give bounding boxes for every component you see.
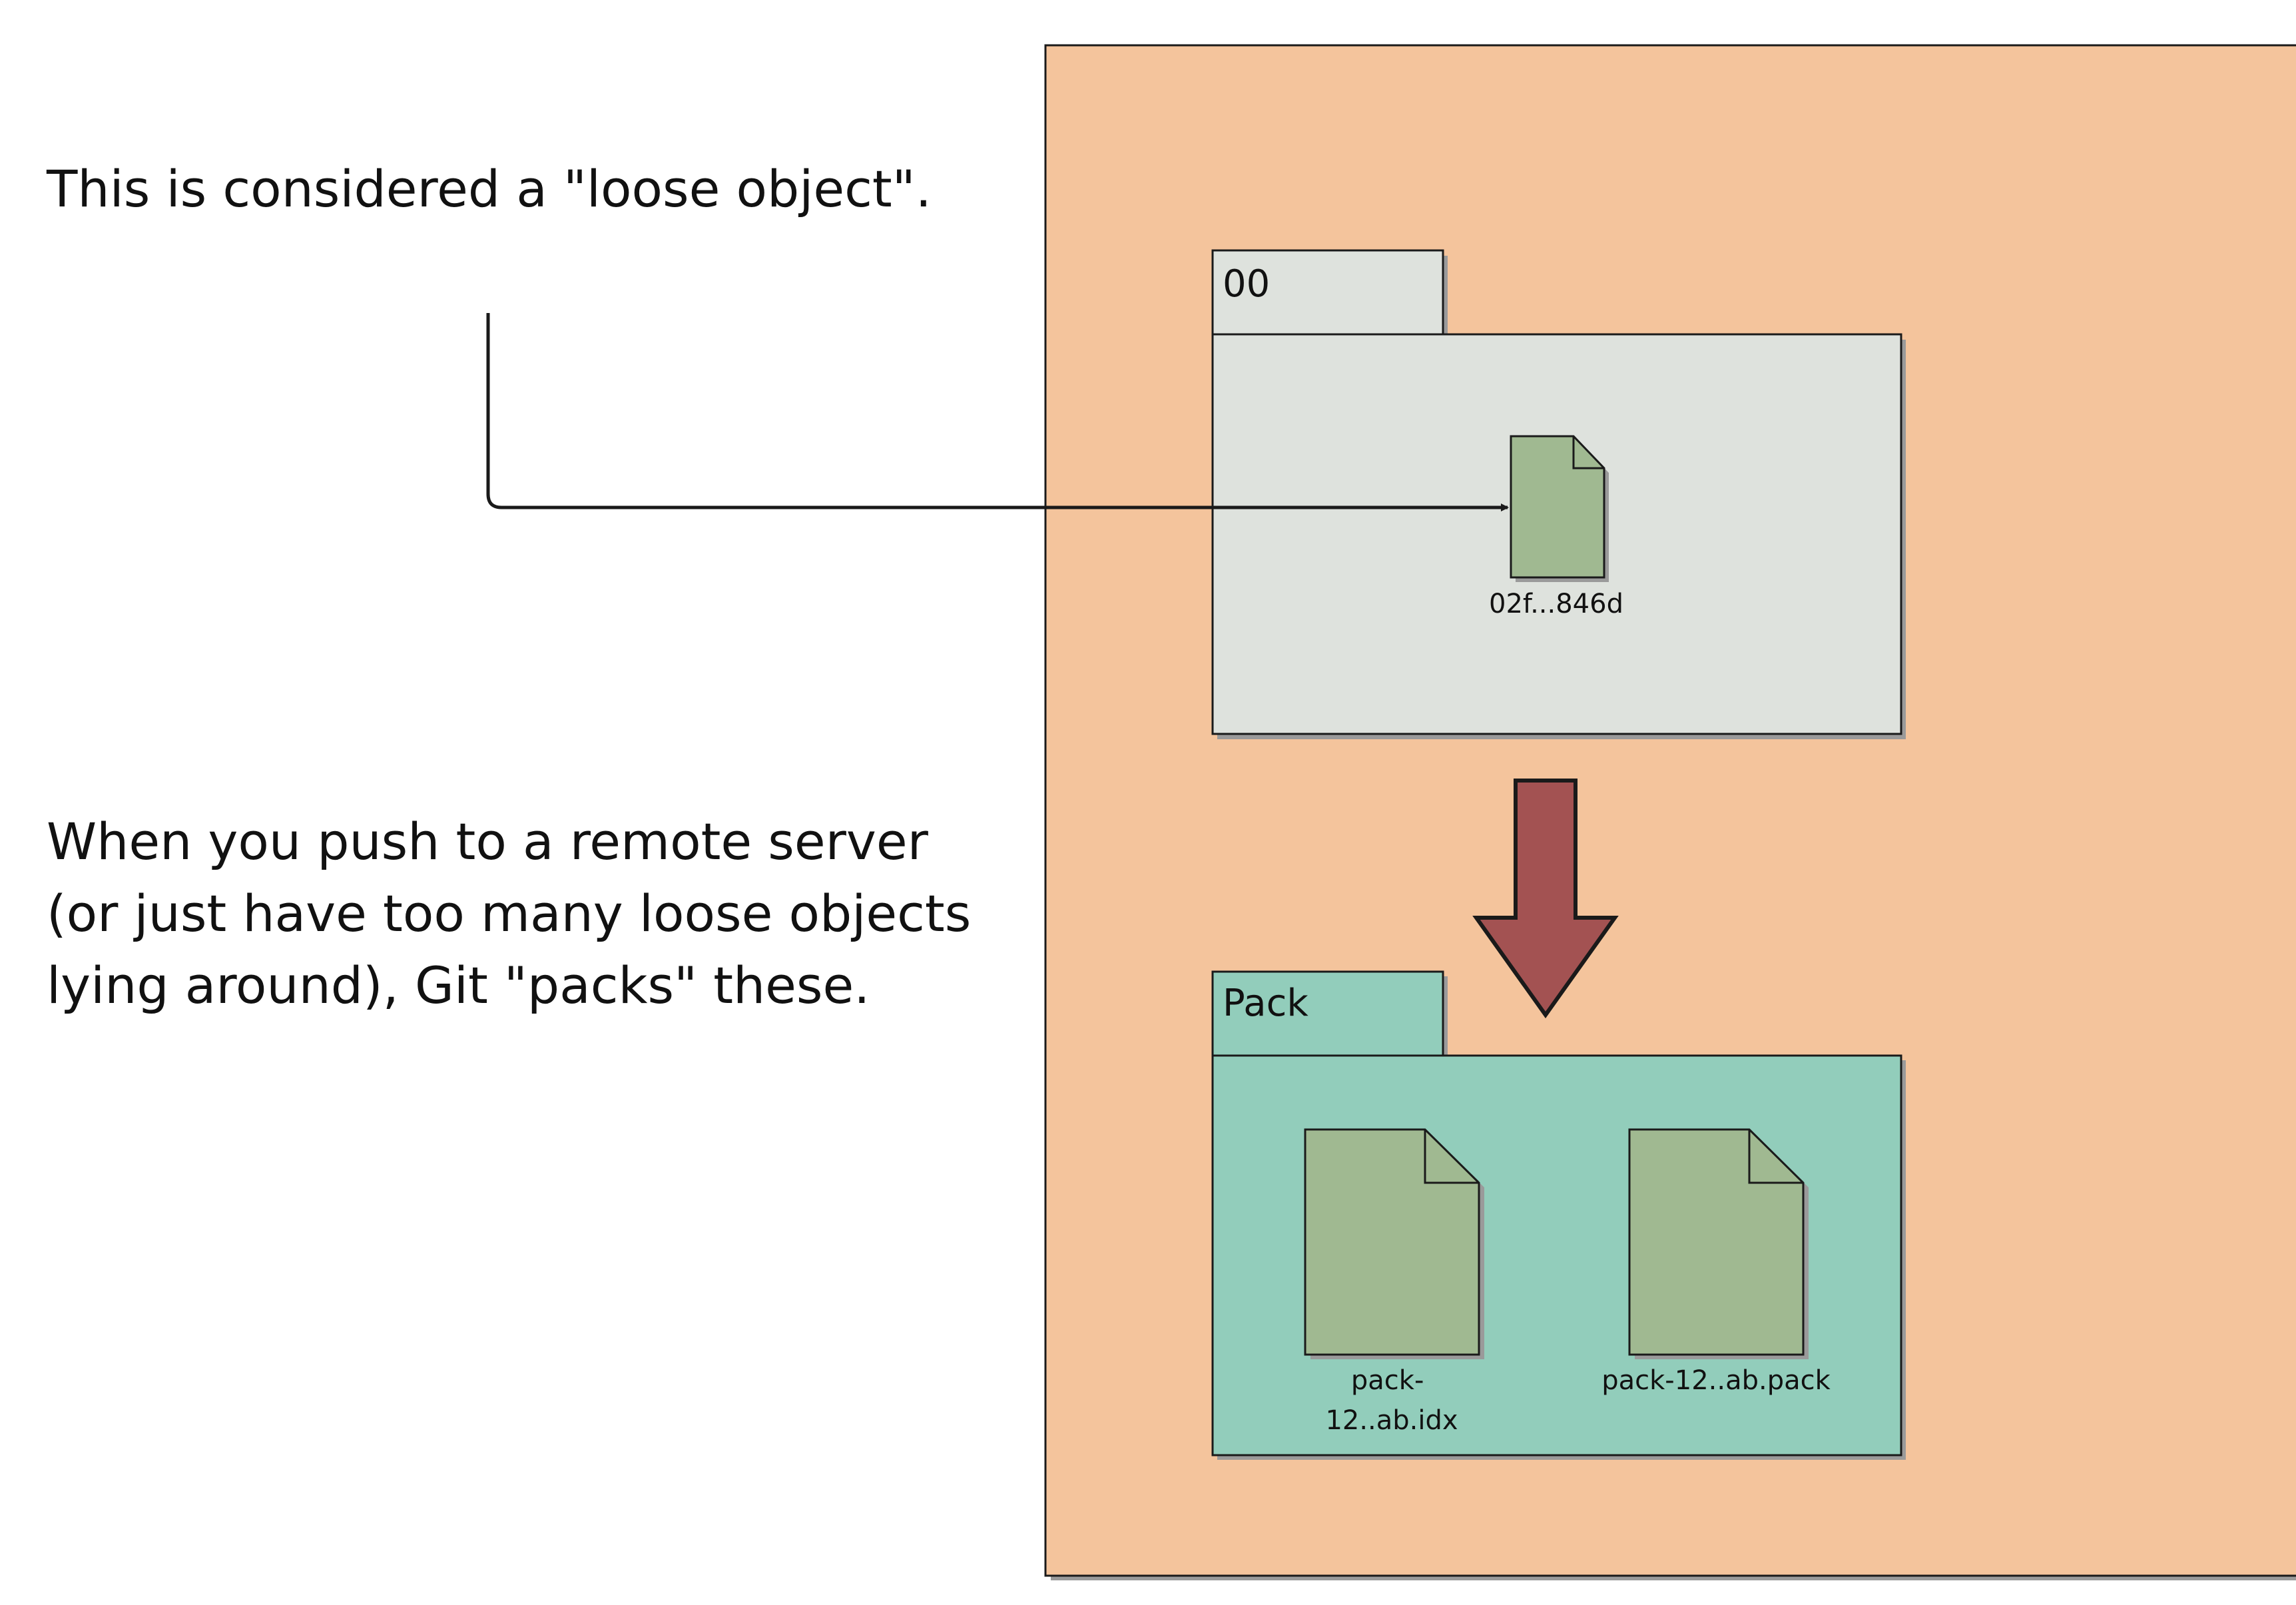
loose-object-note-text: This is considered a "loose object".: [47, 159, 932, 218]
pack-pack-label: pack-12..ab.pack: [1601, 1365, 1831, 1396]
pack-note-line-1: When you push to a remote server: [47, 812, 928, 871]
file-icon: [1304, 1128, 1484, 1359]
pack-note-line-3: lying around), Git "packs" these.: [47, 956, 870, 1015]
folder-label-pack: Pack: [1223, 982, 1308, 1025]
down-arrow-icon: [1472, 779, 1619, 1019]
pack-idx-label-line-2: 12..ab.idx: [1325, 1405, 1458, 1436]
file-icon: [1628, 1128, 1809, 1359]
pack-note-line-2: (or just have too many loose objects: [47, 884, 972, 943]
loose-file-label: 02f...846d: [1489, 589, 1623, 619]
loose-object-note: This is considered a "loose object".: [47, 153, 932, 225]
pack-note: When you push to a remote server (or jus…: [47, 806, 971, 1022]
pack-idx-label-line-1: pack-: [1351, 1365, 1424, 1396]
connector-arrow: [486, 313, 1509, 511]
pack-idx-label: pack- 12..ab.idx: [1325, 1365, 1458, 1436]
file-icon: [1510, 435, 1609, 582]
folder-label-00: 00: [1223, 262, 1270, 306]
folder-icon: 00: [1211, 249, 1906, 739]
